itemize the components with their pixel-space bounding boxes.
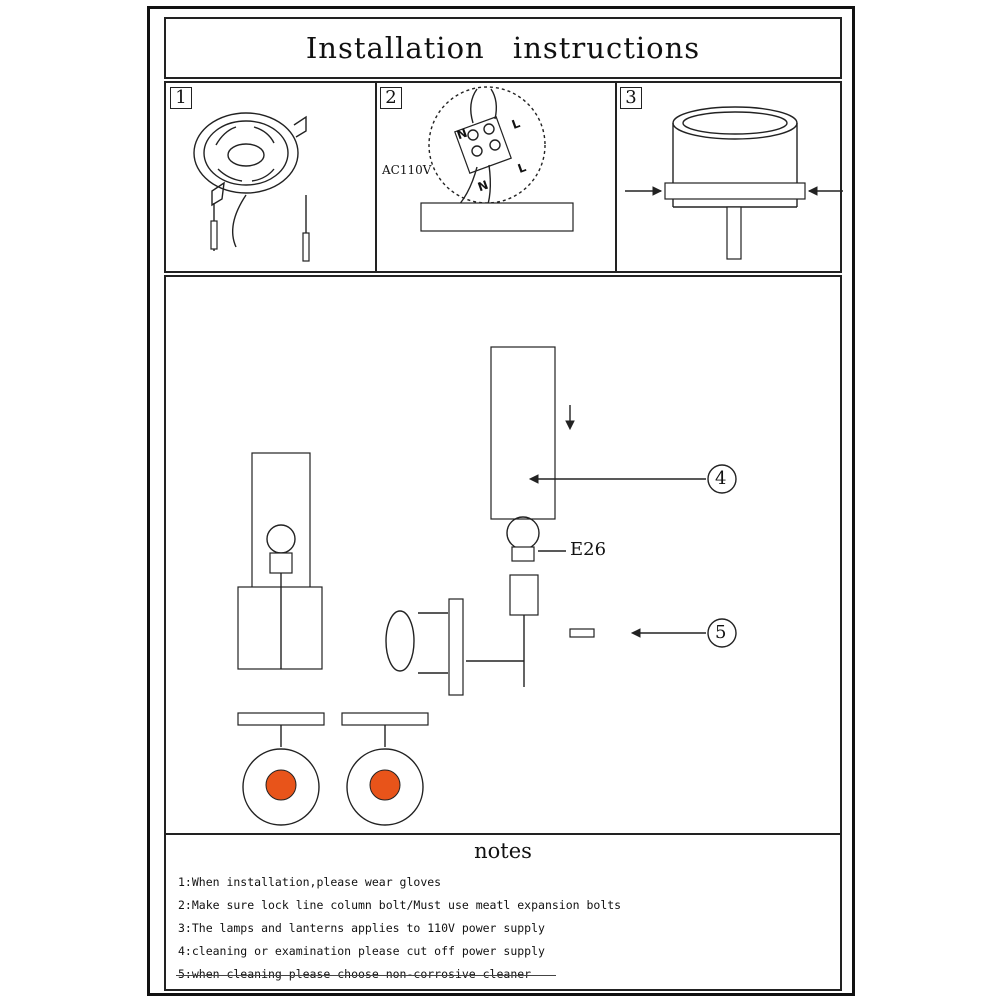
note-item: 1:When installation,please wear gloves — [178, 875, 442, 889]
step-1-number: 1 — [170, 87, 192, 109]
notes-list: 1:When installation,please wear gloves 2… — [178, 871, 621, 986]
step-2-wiring-illustration — [420, 86, 574, 232]
voltage-label: AC110V — [382, 163, 432, 177]
notes-heading: notes — [474, 839, 532, 863]
note-item: 2:Make sure lock line column bolt/Must u… — [178, 898, 622, 912]
instruction-sheet: Installation instructions 1 2 — [147, 6, 855, 996]
page-title: Installation instructions — [305, 31, 701, 65]
note-item: 5:when cleaning please choose non-corros… — [178, 967, 532, 981]
step-3-number: 3 — [620, 87, 642, 109]
step-divider — [375, 83, 377, 271]
title-box: Installation instructions — [164, 17, 842, 79]
note-item: 3:The lamps and lanterns applies to 110V… — [178, 921, 545, 935]
assembly-diagram-panel: 4 5 E26 — [164, 275, 842, 835]
step-1-mounting-plate-illustration — [193, 112, 310, 262]
steps-row: 1 2 AC110V N L N L — [164, 81, 843, 273]
step-3-canopy-illustration — [625, 106, 843, 260]
notes-section: notes 1:When installation,please wear gl… — [164, 835, 842, 991]
callout-4-label: 4 — [715, 468, 727, 489]
assembly-diagram — [237, 346, 737, 826]
step-2-number: 2 — [380, 87, 402, 109]
step-divider — [615, 83, 617, 271]
note-item: 4:cleaning or examination please cut off… — [178, 944, 545, 958]
bulb-socket-label: E26 — [570, 539, 607, 560]
callout-5-label: 5 — [715, 622, 727, 643]
notes-underline — [176, 975, 556, 976]
